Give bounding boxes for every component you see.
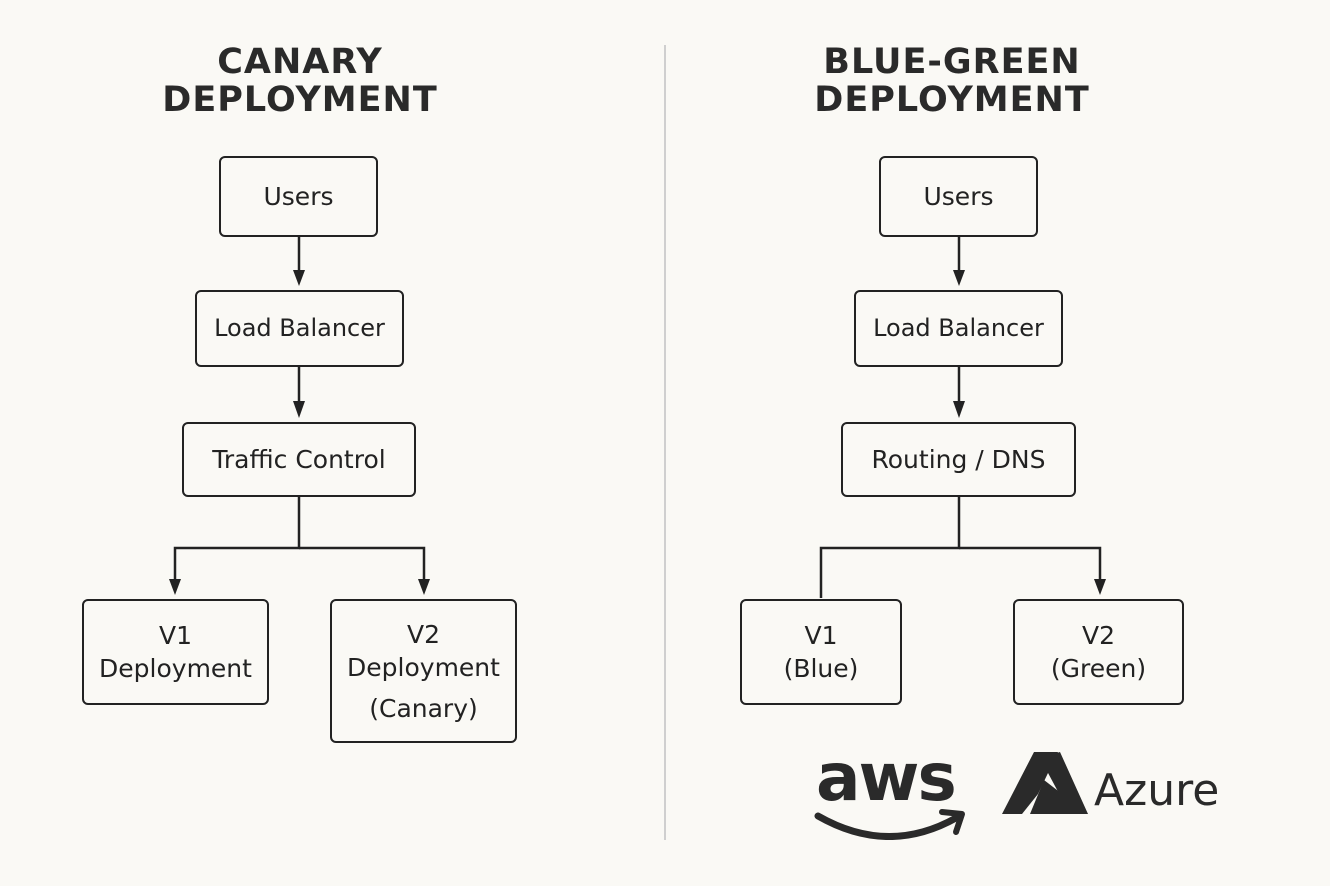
canary-traffic-control-label: Traffic Control bbox=[212, 445, 386, 474]
canary-v1-node: V1 Deployment bbox=[82, 599, 269, 705]
canary-traffic-control-node: Traffic Control bbox=[182, 422, 416, 497]
bluegreen-title-line1: BLUE-GREEN bbox=[823, 42, 1081, 82]
bg-v2-line1: V2 bbox=[1081, 621, 1115, 650]
bg-v1-line2: (Blue) bbox=[783, 654, 859, 683]
bg-users-node: Users bbox=[879, 156, 1038, 237]
canary-v2-line1: V2 bbox=[406, 619, 440, 649]
arrow-canary-tc-split bbox=[173, 497, 301, 588]
azure-logo-text: Azure bbox=[1094, 765, 1220, 816]
bluegreen-title: BLUE-GREEN DEPLOYMENT bbox=[752, 43, 1152, 119]
azure-icon bbox=[1002, 752, 1088, 814]
bg-load-balancer-node: Load Balancer bbox=[854, 290, 1063, 367]
canary-v1-line2: Deployment bbox=[99, 654, 252, 683]
bg-v1-line1: V1 bbox=[804, 621, 838, 650]
bg-v1-node: V1 (Blue) bbox=[740, 599, 902, 705]
canary-title: CANARY DEPLOYMENT bbox=[100, 43, 500, 119]
aws-logo: aws bbox=[814, 740, 965, 840]
canary-users-node: Users bbox=[219, 156, 378, 237]
canary-title-line2: DEPLOYMENT bbox=[162, 80, 438, 120]
bg-v2-line2: (Green) bbox=[1050, 654, 1147, 683]
bg-routing-label: Routing / DNS bbox=[871, 445, 1046, 474]
bluegreen-title-line2: DEPLOYMENT bbox=[814, 80, 1090, 120]
bg-v2-node: V2 (Green) bbox=[1013, 599, 1184, 705]
arrow-bg-routing-split bbox=[819, 497, 961, 598]
canary-v2-line2: Deployment bbox=[347, 652, 500, 682]
canary-v1-line1: V1 bbox=[158, 621, 192, 650]
canary-load-balancer-label: Load Balancer bbox=[214, 314, 385, 342]
canary-load-balancer-node: Load Balancer bbox=[195, 290, 404, 367]
bg-routing-node: Routing / DNS bbox=[841, 422, 1076, 497]
aws-logo-text: aws bbox=[816, 740, 955, 816]
canary-users-label: Users bbox=[263, 182, 334, 211]
section-divider bbox=[664, 45, 666, 840]
canary-title-line1: CANARY bbox=[217, 42, 383, 82]
bg-users-label: Users bbox=[923, 182, 994, 211]
canary-v2-line3: (Canary) bbox=[369, 693, 478, 723]
canary-v2-node: V2 Deployment (Canary) bbox=[330, 599, 517, 743]
bg-load-balancer-label: Load Balancer bbox=[873, 314, 1044, 342]
